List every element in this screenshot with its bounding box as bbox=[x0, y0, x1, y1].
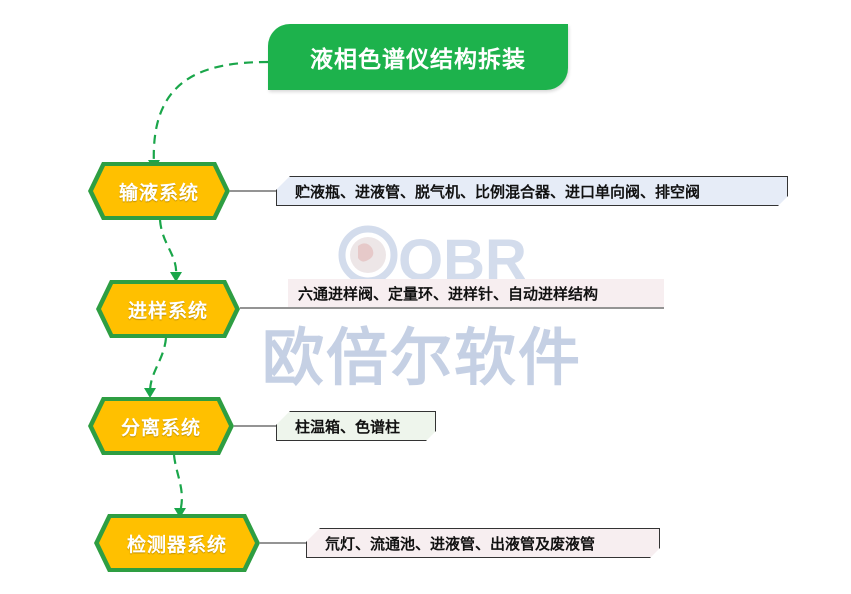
components-tag-4: 氘灯、流通池、进液管、出液管及废液管 bbox=[306, 528, 660, 558]
system-node-1-label: 输液系统 bbox=[93, 166, 225, 216]
watermark-text: 欧倍尔软件 bbox=[262, 321, 583, 394]
system-node-4-label: 检测器系统 bbox=[99, 518, 255, 568]
arrowhead-4 bbox=[174, 508, 186, 518]
system-node-4: 检测器系统 bbox=[94, 514, 260, 572]
system-node-3: 分离系统 bbox=[88, 397, 234, 455]
components-tag-1: 贮液瓶、进液管、脱气机、比例混合器、进口单向阀、排空阀 bbox=[276, 176, 788, 206]
arrowhead-3 bbox=[144, 388, 156, 398]
connector-system2-to-system3 bbox=[148, 337, 168, 393]
system-node-2-label: 进样系统 bbox=[101, 284, 235, 334]
system-node-3-label: 分离系统 bbox=[93, 401, 229, 451]
diagram-title: 液相色谱仪结构拆装 bbox=[268, 24, 568, 90]
connector-system3-to-system4 bbox=[172, 454, 183, 513]
system-node-2: 进样系统 bbox=[96, 280, 240, 338]
connector-system1-to-system2 bbox=[158, 219, 178, 277]
arrowhead-2 bbox=[170, 272, 182, 282]
connector-title-to-system1 bbox=[152, 60, 269, 166]
components-tag-3: 柱温箱、色谱柱 bbox=[276, 411, 436, 441]
system-node-1: 输液系统 bbox=[88, 162, 230, 220]
components-tag-2: 六通进样阀、定量环、进样针、自动进样结构 bbox=[288, 279, 664, 307]
